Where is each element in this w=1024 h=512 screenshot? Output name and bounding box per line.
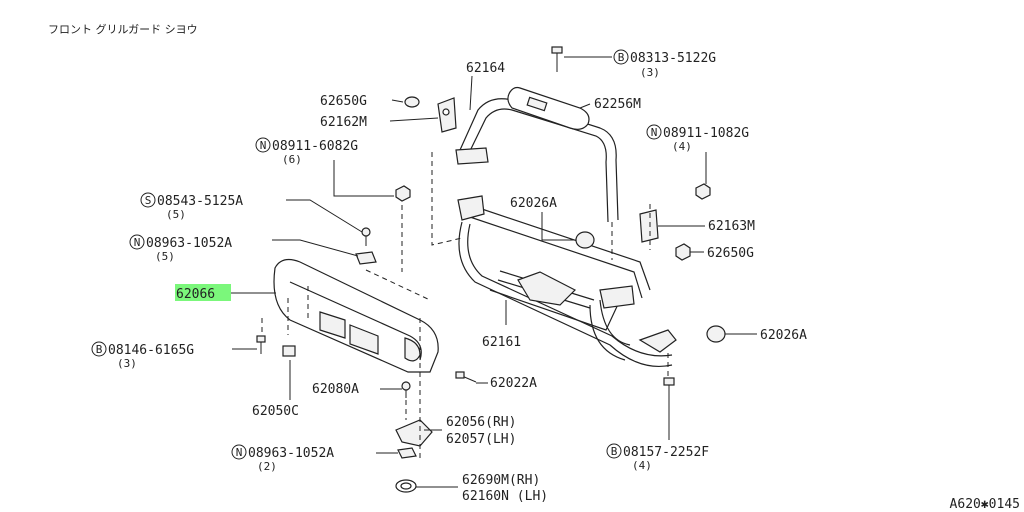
prefix-08963-upper: N	[134, 236, 141, 249]
label-08313-5122G: B 08313-5122G (3)	[613, 49, 716, 79]
cap-62026A-lower	[706, 325, 726, 343]
code-08146: 08146-6165G	[108, 343, 194, 358]
label-62022A: 62022A	[490, 376, 537, 391]
label-62050C: 62050C	[252, 404, 299, 419]
nut-08911-6082G	[395, 185, 411, 202]
screw-08543	[361, 227, 371, 246]
bumper-cover-62066	[273, 258, 439, 373]
qty-08313: (3)	[640, 66, 660, 79]
label-62066: 62066	[175, 284, 231, 302]
clip-62050C	[282, 345, 296, 357]
qty-08911-6082G: (6)	[282, 153, 302, 166]
clamp-upper	[455, 147, 489, 165]
label-08963-1052A-lower: N 08963-1052A (2)	[231, 444, 334, 473]
label-08911-6082G: N 08911-6082G (6)	[255, 137, 358, 166]
code-08911-6082G: 08911-6082G	[272, 139, 358, 154]
qty-08157: (4)	[632, 459, 652, 472]
label-62026A-lower: 62026A	[760, 328, 807, 343]
bracket-62163M	[639, 209, 659, 243]
label-08157-2252F: B 08157-2252F (4)	[606, 443, 709, 472]
bracket-62056-62057	[395, 419, 433, 447]
grille-guard-frame	[457, 98, 677, 368]
code-08313: 08313-5122G	[630, 51, 716, 66]
leader-lines	[231, 56, 757, 488]
bracket-62162M	[437, 97, 457, 133]
label-62650G-top: 62650G	[320, 94, 367, 109]
label-62164: 62164	[466, 61, 505, 76]
highlight-62066	[175, 284, 231, 301]
label-62080A: 62080A	[312, 382, 359, 397]
diagram-code: A620✱0145	[950, 497, 1020, 512]
bolt-08157	[663, 377, 675, 404]
label-62161: 62161	[482, 335, 521, 350]
diagram-title: フロント グリルガード シヨウ	[48, 22, 198, 36]
prefix-08146: B	[96, 343, 103, 356]
clip-08963-lower	[397, 447, 417, 459]
nut-62650G-top	[404, 96, 420, 108]
grommet-62690M	[395, 479, 417, 493]
bolt-62022A	[455, 371, 477, 383]
label-62026A-upper: 62026A	[510, 196, 557, 211]
code-08543: 08543-5125A	[157, 194, 243, 209]
prefix-08963-lower: N	[236, 446, 243, 459]
bolt-08313	[551, 46, 563, 72]
label-62162M: 62162M	[320, 115, 367, 130]
nut-08911-1082G	[695, 183, 711, 200]
label-62160N: 62160N (LH)	[462, 489, 548, 504]
qty-08146: (3)	[117, 357, 137, 370]
label-08963-1052A-upper: N 08963-1052A (5)	[129, 234, 232, 263]
assembly-dashed-lines	[261, 152, 669, 462]
prefix-08543: S	[145, 194, 152, 207]
qty-08543: (5)	[166, 208, 186, 221]
label-62690M: 62690M(RH)	[462, 473, 540, 488]
label-62057: 62057(LH)	[446, 432, 516, 447]
label-62650G-right: 62650G	[707, 246, 754, 261]
label-08911-1082G: N 08911-1082G (4)	[646, 124, 749, 153]
pad-62256M	[507, 86, 590, 130]
code-08963-lower: 08963-1052A	[248, 446, 334, 461]
bolt-08146	[256, 335, 266, 354]
prefix-08911-1082G: N	[651, 126, 658, 139]
qty-08911-1082G: (4)	[672, 140, 692, 153]
prefix-08911-6082G: N	[260, 139, 267, 152]
code-08157: 08157-2252F	[623, 445, 709, 460]
prefix-08157: B	[611, 445, 618, 458]
label-62056: 62056(RH)	[446, 415, 516, 430]
label-62256M: 62256M	[594, 97, 641, 112]
screw-62080A	[401, 381, 411, 398]
code-08963-upper: 08963-1052A	[146, 236, 232, 251]
text-62066: 62066	[176, 287, 215, 302]
label-08146-6165G: B 08146-6165G (3)	[91, 341, 194, 370]
qty-08963-upper: (5)	[155, 250, 175, 263]
qty-08963-lower: (2)	[257, 460, 277, 473]
label-08543-5125A: S 08543-5125A (5)	[140, 192, 243, 221]
cap-62026A-upper	[575, 231, 595, 249]
clip-08963-upper	[355, 251, 377, 265]
nut-62650G-right	[675, 243, 691, 261]
label-62163M: 62163M	[708, 219, 755, 234]
code-08911-1082G: 08911-1082G	[663, 126, 749, 141]
prefix-08313: B	[618, 51, 625, 64]
